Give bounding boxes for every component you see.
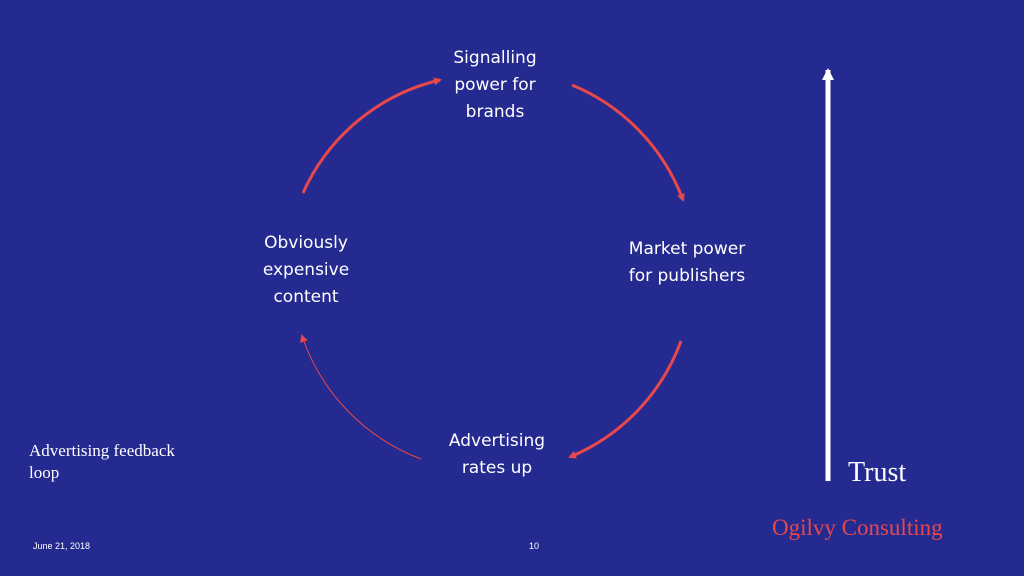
slide-caption: Advertising feedback loop	[29, 441, 175, 482]
footer-date: June 21, 2018	[33, 541, 91, 551]
arrow-content-to-signalling	[301, 77, 442, 194]
node-market-power: Market power for publishers	[628, 239, 746, 286]
arrow-market-to-rates	[568, 340, 683, 459]
node-advertising-rates: Advertising rates up	[448, 431, 546, 478]
node-expensive-content: Obviously expensive content	[262, 233, 350, 307]
brand-logo: Ogilvy Consulting	[772, 515, 943, 540]
node-signalling-power: Signalling power for brands	[453, 48, 537, 122]
arrow-rates-to-content	[300, 334, 422, 460]
trust-label: Trust	[848, 457, 907, 488]
arrow-signalling-to-market	[571, 83, 685, 202]
page-number: 10	[529, 541, 540, 551]
